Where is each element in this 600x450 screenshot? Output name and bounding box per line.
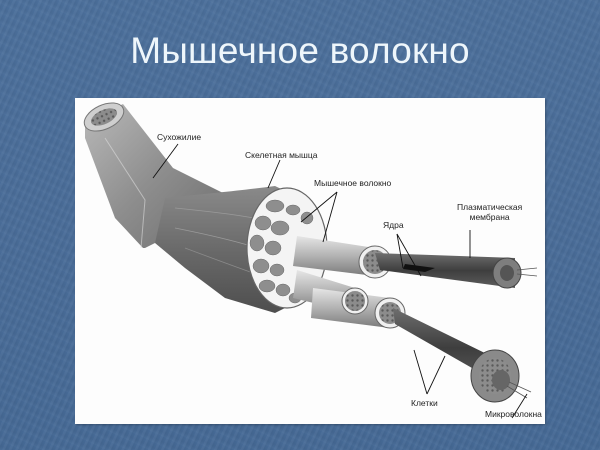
label-muscle-fiber: Мышечное волокно	[314, 178, 392, 188]
skeletal-muscle-shape	[155, 186, 328, 313]
label-tendon: Сухожилие	[157, 132, 202, 142]
label-cells: Клетки	[411, 398, 438, 408]
upper-fiber-strand	[375, 253, 538, 289]
label-skeletal-muscle: Скелетная мышца	[245, 150, 318, 160]
label-plasma-membrane: Плазматическая мембрана	[457, 202, 523, 222]
slide-title: Мышечное волокно	[130, 30, 470, 71]
muscle-fiber-diagram: Сухожилие Скелетная мышца Мышечное волок…	[75, 98, 545, 424]
label-nuclei: Ядра	[383, 220, 404, 230]
label-microfibrils: Микроволокна	[485, 409, 542, 419]
muscle-illustration	[83, 102, 538, 419]
leader-lines	[152, 143, 528, 419]
muscle-fibers-shape	[293, 236, 406, 329]
lower-fiber-strand	[393, 308, 532, 403]
